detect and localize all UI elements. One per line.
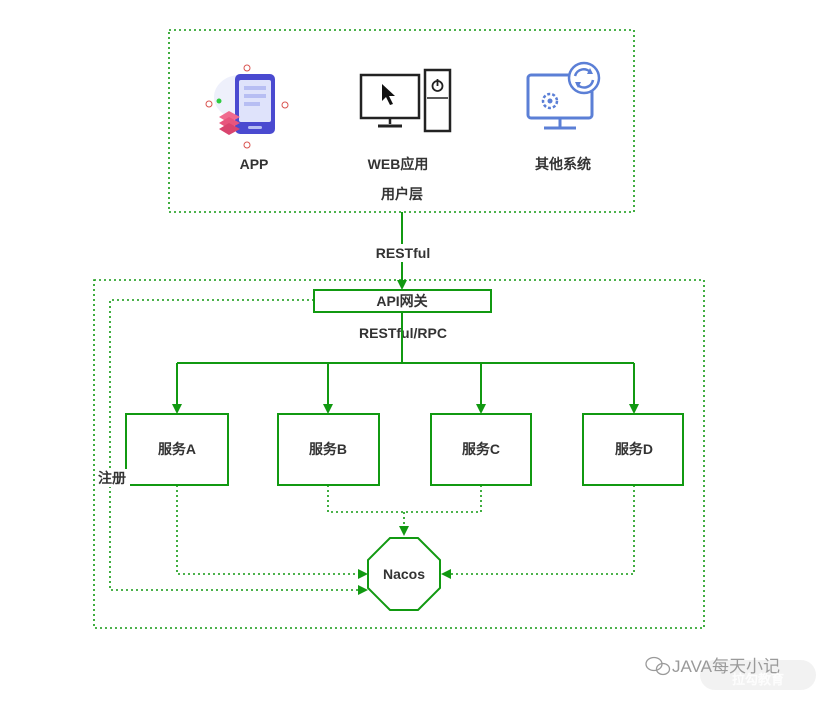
- client-label-web: WEB应用: [368, 156, 429, 172]
- monitor-sync-icon: [526, 61, 601, 130]
- watermark-text: JAVA每天小记: [672, 657, 780, 676]
- nacos-label: Nacos: [383, 566, 425, 582]
- mobile-app-icon: [205, 64, 289, 149]
- user-layer-boundary: [168, 29, 635, 213]
- service-c-label: 服务C: [462, 441, 500, 457]
- service-d-label: 服务D: [615, 441, 653, 457]
- service-layer-boundary: [93, 279, 705, 629]
- restful-label: RESTful: [376, 245, 430, 261]
- service-d-box: [582, 413, 684, 486]
- service-c-box: [430, 413, 532, 486]
- gateway-to-services-arrows: [172, 312, 639, 414]
- watermark: JAVA每天小记 拉勾教育: [645, 656, 816, 690]
- service-a-box: [125, 413, 229, 486]
- wechat-icon: [645, 656, 671, 676]
- service-a-label: 服务A: [158, 441, 196, 457]
- user-layer-title: 用户层: [381, 186, 423, 202]
- register-label: 注册: [98, 470, 126, 486]
- nacos-octagon: [367, 537, 441, 611]
- register-lines: [109, 299, 635, 595]
- client-label-other: 其他系统: [535, 156, 591, 172]
- api-gateway-label: API网关: [376, 293, 427, 309]
- service-b-label: 服务B: [309, 441, 347, 457]
- desktop-computer-icon: [359, 68, 452, 133]
- watermark-sub: 拉勾教育: [732, 672, 784, 687]
- client-label-app: APP: [240, 156, 269, 172]
